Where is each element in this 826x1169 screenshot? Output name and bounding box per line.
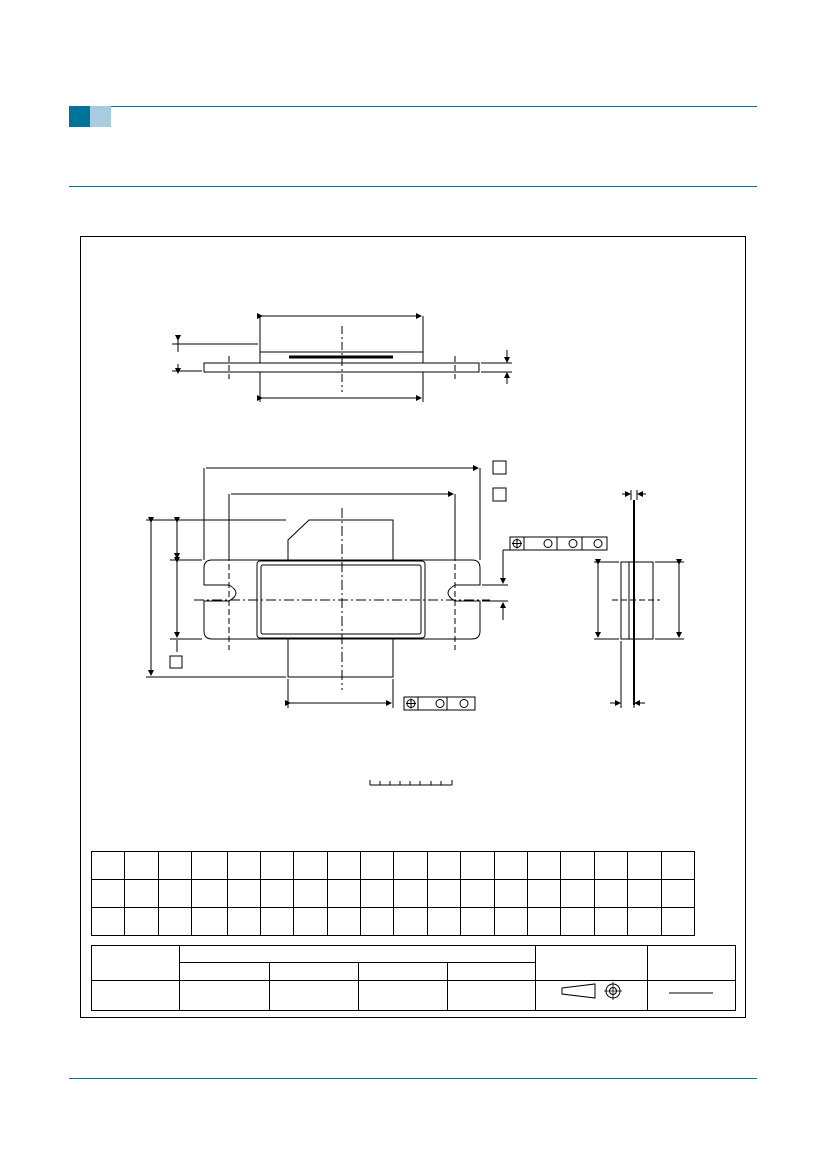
dimensions-table: [90, 851, 696, 936]
footer-rule: [69, 1078, 757, 1079]
table-row: [90, 851, 696, 880]
section-marker-light: [90, 106, 111, 127]
side-view-top: [172, 313, 512, 402]
side-view-right: [594, 490, 684, 708]
scale-bar: [369, 780, 453, 786]
outline-version-table: [90, 945, 737, 1011]
date-separator-line: [668, 992, 713, 994]
section-marker-dark: [69, 106, 90, 127]
issue-date-cell: [646, 980, 737, 1011]
table-row: [90, 980, 737, 1011]
header-rule: [111, 106, 757, 107]
section-rule: [69, 186, 757, 187]
table-row: [92, 962, 736, 981]
third-angle-projection-icon: [561, 982, 622, 1000]
table-row: [90, 945, 737, 981]
top-view: [146, 460, 608, 711]
table-row: [90, 907, 696, 936]
package-outline-frame: [80, 236, 746, 1018]
table-row: [90, 879, 696, 908]
projection-symbol-cell: [534, 980, 648, 1011]
